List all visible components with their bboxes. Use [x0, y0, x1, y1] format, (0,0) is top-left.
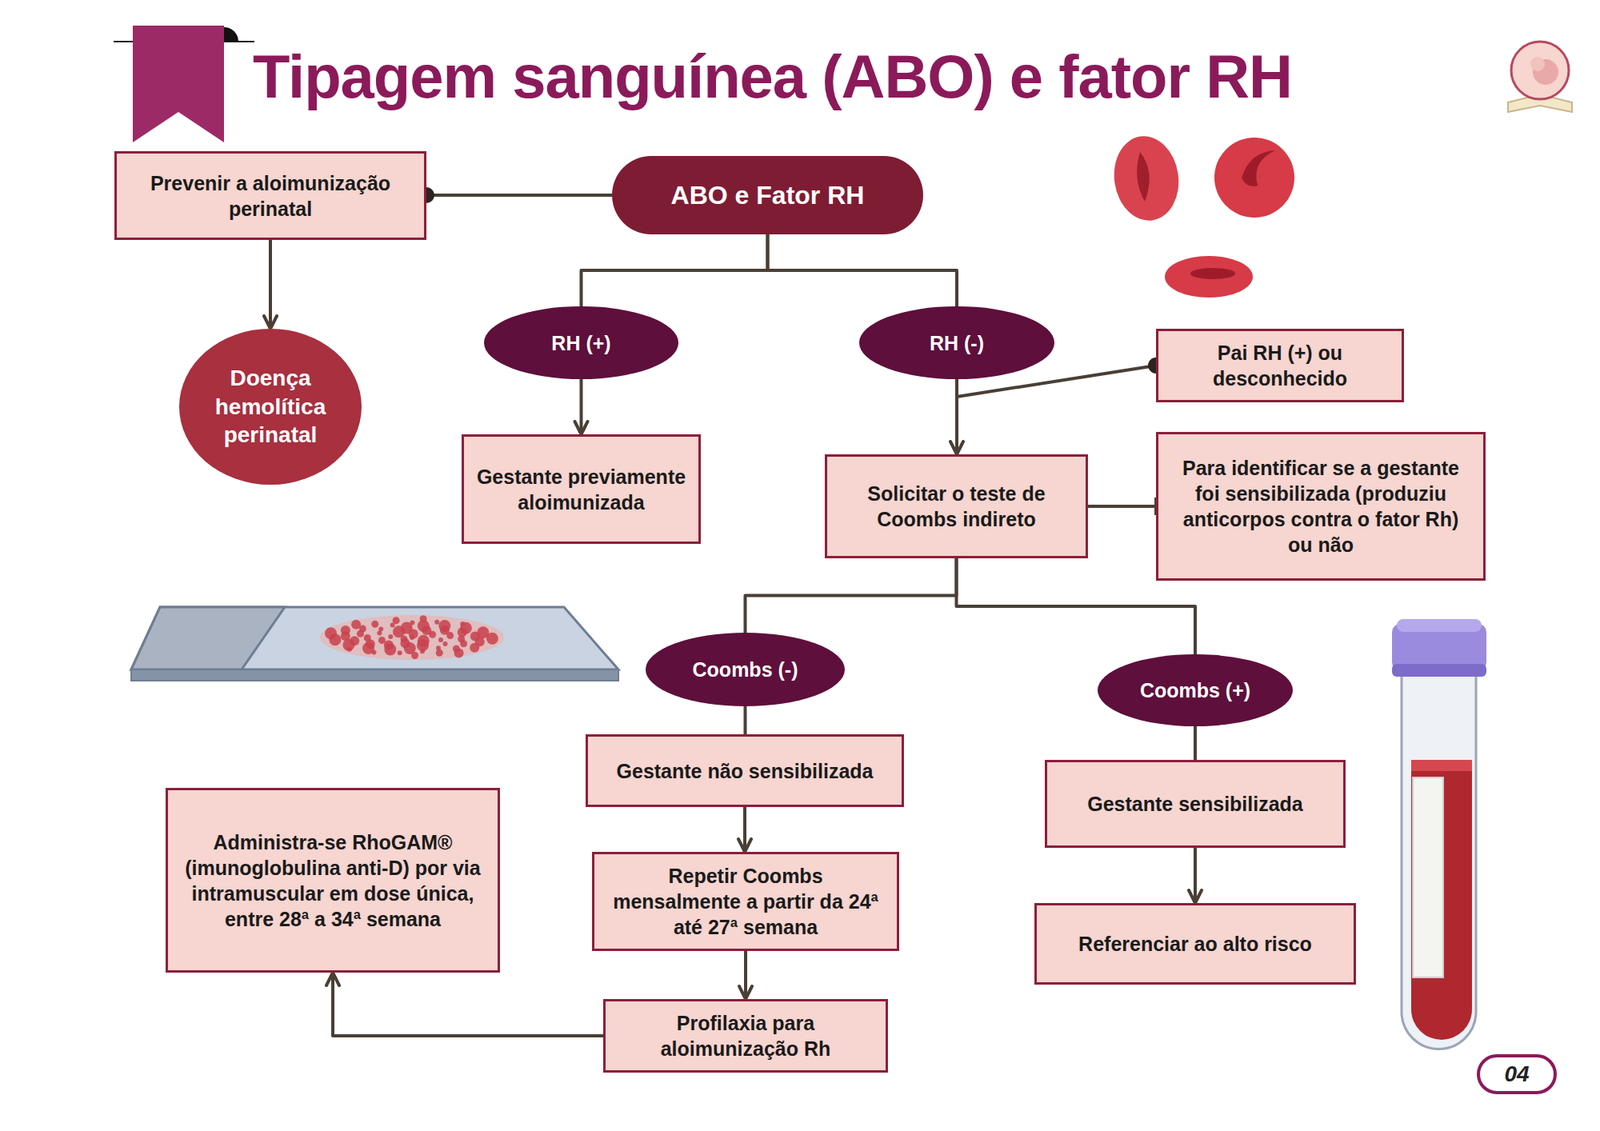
node-text: Para identificar se a gestante foi sensi…: [1168, 455, 1473, 558]
outcome-circle: Doença hemolítica perinatal: [179, 328, 362, 485]
page-title: Tipagem sanguínea (ABO) e fator RH: [252, 41, 1292, 112]
node-text: Referenciar ao alto risco: [1078, 931, 1312, 957]
connector: [581, 234, 768, 307]
ell-fill: [484, 306, 679, 380]
connector: [1088, 504, 1156, 508]
branch-ellipse: Coombs (+): [1097, 654, 1293, 727]
red-blood-cells: [1108, 132, 1295, 298]
node-text: Doença hemolítica perinatal: [206, 364, 335, 450]
ell-fill: [859, 306, 1055, 380]
process-box: Para identificar se a gestante foi sensi…: [1156, 432, 1486, 581]
process-box: Profilaxia para aloimunização Rh: [603, 999, 888, 1073]
node-text: Prevenir a aloimunização perinatal: [127, 170, 414, 222]
node-text: RH (-): [929, 330, 984, 356]
node-text: Administra-se RhoGAM® (imunoglobulina an…: [178, 829, 488, 932]
process-box: Pai RH (+) ou desconhecido: [1156, 328, 1404, 403]
microscope-slide: [131, 607, 619, 681]
page-number: 04: [1476, 1054, 1557, 1095]
connector: [745, 558, 957, 633]
ell-fill: [1097, 654, 1293, 727]
process-box: Repetir Coombs mensalmente a partir da 2…: [592, 852, 900, 952]
process-box: Prevenir a aloimunização perinatal: [114, 151, 427, 240]
node-text: Repetir Coombs mensalmente a partir da 2…: [604, 863, 887, 940]
connector: [744, 706, 748, 735]
node-text: Gestante não sensibilizada: [616, 758, 874, 784]
process-box: Solicitar o teste de Coombs indireto: [824, 454, 1088, 559]
connector: [268, 240, 272, 329]
node-text: Profilaxia para aloimunização Rh: [616, 1010, 876, 1062]
bookmark-ribbon: [113, 25, 255, 143]
process-box: Gestante previamente aloimunizada: [461, 434, 701, 544]
node-text: Solicitar o teste de Coombs indireto: [837, 480, 1076, 532]
process-box: Gestante sensibilizada: [1044, 760, 1346, 848]
pill-fill: [612, 156, 924, 235]
node-text: Pai RH (+) ou desconhecido: [1168, 340, 1392, 392]
connector: [426, 193, 612, 197]
circle-fill: [179, 328, 362, 485]
ell-fill: [645, 632, 845, 707]
connector: [955, 379, 959, 455]
connector: [1193, 726, 1197, 760]
connector: [580, 379, 584, 435]
node-text: Gestante previamente aloimunizada: [474, 464, 688, 516]
node-text: Coombs (+): [1140, 677, 1251, 704]
process-box: Gestante não sensibilizada: [585, 734, 904, 808]
connector: [744, 951, 748, 1000]
node-text: Gestante sensibilizada: [1087, 791, 1304, 817]
node-text: RH (+): [551, 330, 611, 356]
branch-ellipse: Coombs (-): [645, 632, 845, 707]
connector: [332, 972, 604, 1036]
branch-ellipse: RH (-): [859, 306, 1055, 380]
test-tube: [1392, 619, 1487, 1050]
process-box: Referenciar ao alto risco: [1034, 903, 1356, 985]
node-text: ABO e Fator RH: [671, 179, 865, 212]
branch-ellipse: RH (+): [484, 306, 679, 380]
connector: [768, 234, 958, 307]
root-pill: ABO e Fator RH: [612, 156, 924, 235]
node-text: Coombs (-): [692, 656, 799, 683]
connector: [743, 807, 747, 852]
logo-icon: [1508, 41, 1572, 112]
process-box: Administra-se RhoGAM® (imunoglobulina an…: [165, 788, 500, 973]
connector: [1193, 848, 1197, 904]
